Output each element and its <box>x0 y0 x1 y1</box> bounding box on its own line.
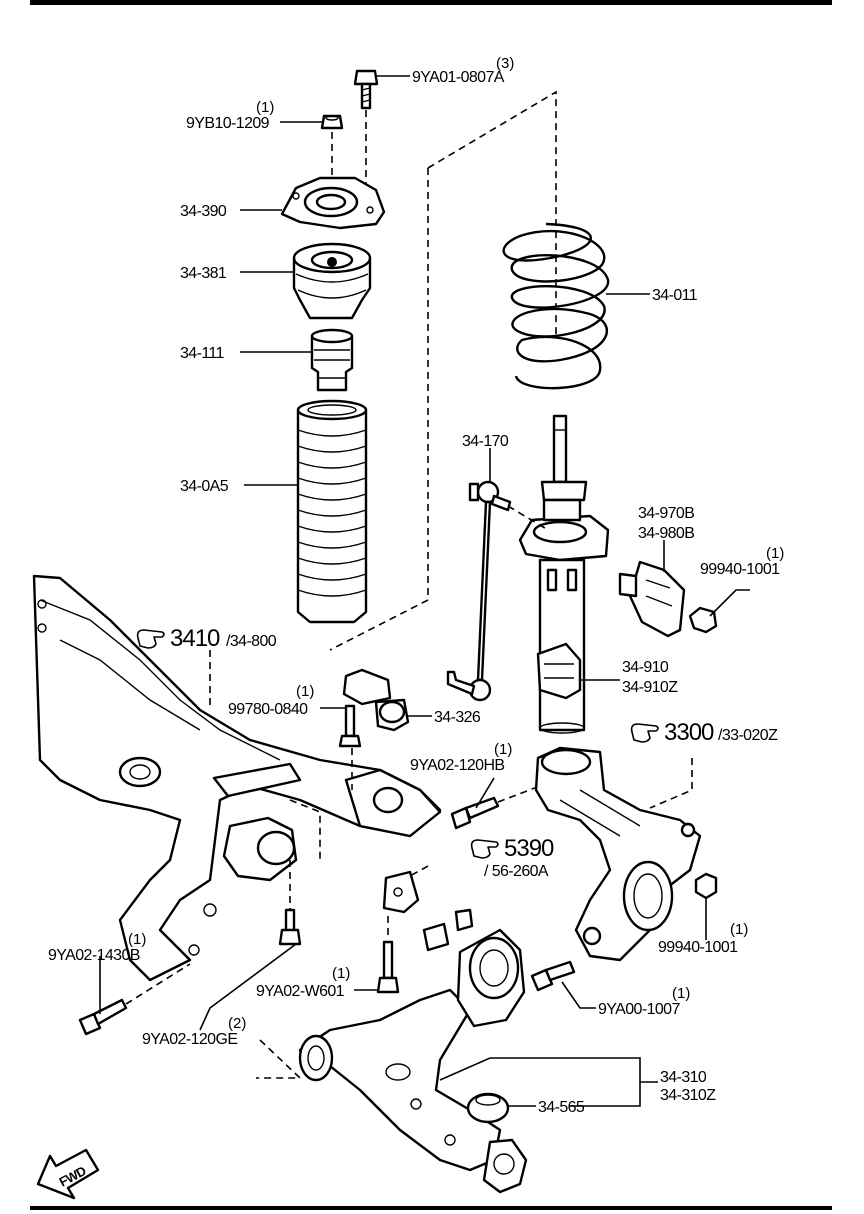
pointing-hand-icon <box>136 629 165 649</box>
strut-mount-plate-icon <box>280 176 386 230</box>
bolt-icon <box>78 998 128 1036</box>
label-99940-1001-top: 99940-1001 <box>700 561 780 578</box>
stabilizer-link-icon <box>446 480 512 702</box>
nut-icon <box>694 872 718 900</box>
qty-9ya00-1007: (1) <box>672 985 690 1002</box>
ref-3410-sub: /34-800 <box>226 633 277 650</box>
label-34-980b: 34-980B <box>638 525 694 542</box>
bump-stop-icon <box>310 328 354 392</box>
steering-knuckle-icon <box>534 746 702 962</box>
label-34-910z: 34-910Z <box>622 679 678 696</box>
qty-9ya02-120ge: (2) <box>228 1015 246 1032</box>
pointing-hand-icon <box>470 839 499 859</box>
bottom-border <box>30 1206 832 1210</box>
label-9ya02-120ge: 9YA02-120GE <box>142 1031 237 1048</box>
label-9ya00-1007: 9YA00-1007 <box>598 1001 680 1018</box>
label-34-0a5: 34-0A5 <box>180 478 229 495</box>
ref-3300-sub: /33-020Z <box>718 727 778 744</box>
abs-bracket-icon <box>382 870 420 914</box>
bolt-icon <box>530 960 576 992</box>
label-34-390: 34-390 <box>180 203 227 220</box>
lower-control-arm-icon <box>298 908 528 1194</box>
top-border <box>30 0 832 5</box>
qty-9ya02-1430b: (1) <box>128 931 146 948</box>
bolt-icon <box>338 704 362 748</box>
label-9ya02-1430b: 9YA02-1430B <box>48 947 140 964</box>
qty-9ya02-120hb: (1) <box>494 741 512 758</box>
label-34-111: 34-111 <box>180 345 225 362</box>
bolt-icon <box>353 69 379 110</box>
ball-joint-boot-icon <box>466 1092 510 1124</box>
qty-9yb10-1209: (1) <box>256 99 274 116</box>
label-34-310: 34-310 <box>660 1069 707 1086</box>
coil-spring-icon <box>502 222 610 390</box>
qty-99940-1001-bot: (1) <box>730 921 748 938</box>
label-34-565: 34-565 <box>538 1099 585 1116</box>
shock-absorber-icon <box>518 414 610 734</box>
qty-9ya01-0807a: (3) <box>496 55 514 72</box>
fwd-arrow-icon: FWD <box>36 1148 100 1200</box>
bolt-icon <box>278 908 302 946</box>
sensor-bracket-icon <box>618 560 718 638</box>
qty-99940-1001-top: (1) <box>766 545 784 562</box>
qty-99780-0840: (1) <box>296 683 314 700</box>
label-99940-1001-bot: 99940-1001 <box>658 939 738 956</box>
ref-3410: 3410 <box>170 625 220 652</box>
bolt-icon <box>376 940 400 994</box>
ref-5390: 5390 <box>504 835 554 862</box>
ref-5390-sub: / 56-260A <box>484 863 549 880</box>
ref-3300: 3300 <box>664 719 714 746</box>
nut-icon <box>320 114 344 130</box>
label-34-910: 34-910 <box>622 659 669 676</box>
label-34-170: 34-170 <box>462 433 509 450</box>
label-9ya02-w601: 9YA02-W601 <box>256 983 345 1000</box>
label-99780-0840: 99780-0840 <box>228 701 308 718</box>
dust-boot-icon <box>296 399 368 624</box>
bolt-icon <box>450 796 500 830</box>
label-34-381: 34-381 <box>180 265 227 282</box>
label-9ya01-0807a: 9YA01-0807A <box>412 69 505 86</box>
label-9ya02-120hb: 9YA02-120HB <box>410 757 505 774</box>
qty-9ya02-w601: (1) <box>332 965 350 982</box>
label-9yb10-1209: 9YB10-1209 <box>186 115 270 132</box>
pointing-hand-icon <box>630 723 659 743</box>
crossmember-icon <box>32 574 442 982</box>
label-34-011: 34-011 <box>652 287 698 304</box>
label-34-970b: 34-970B <box>638 505 694 522</box>
mount-bracket-icon <box>342 668 410 732</box>
strut-mount-bearing-icon <box>292 242 372 320</box>
label-34-326: 34-326 <box>434 709 481 726</box>
label-34-310z: 34-310Z <box>660 1087 716 1104</box>
